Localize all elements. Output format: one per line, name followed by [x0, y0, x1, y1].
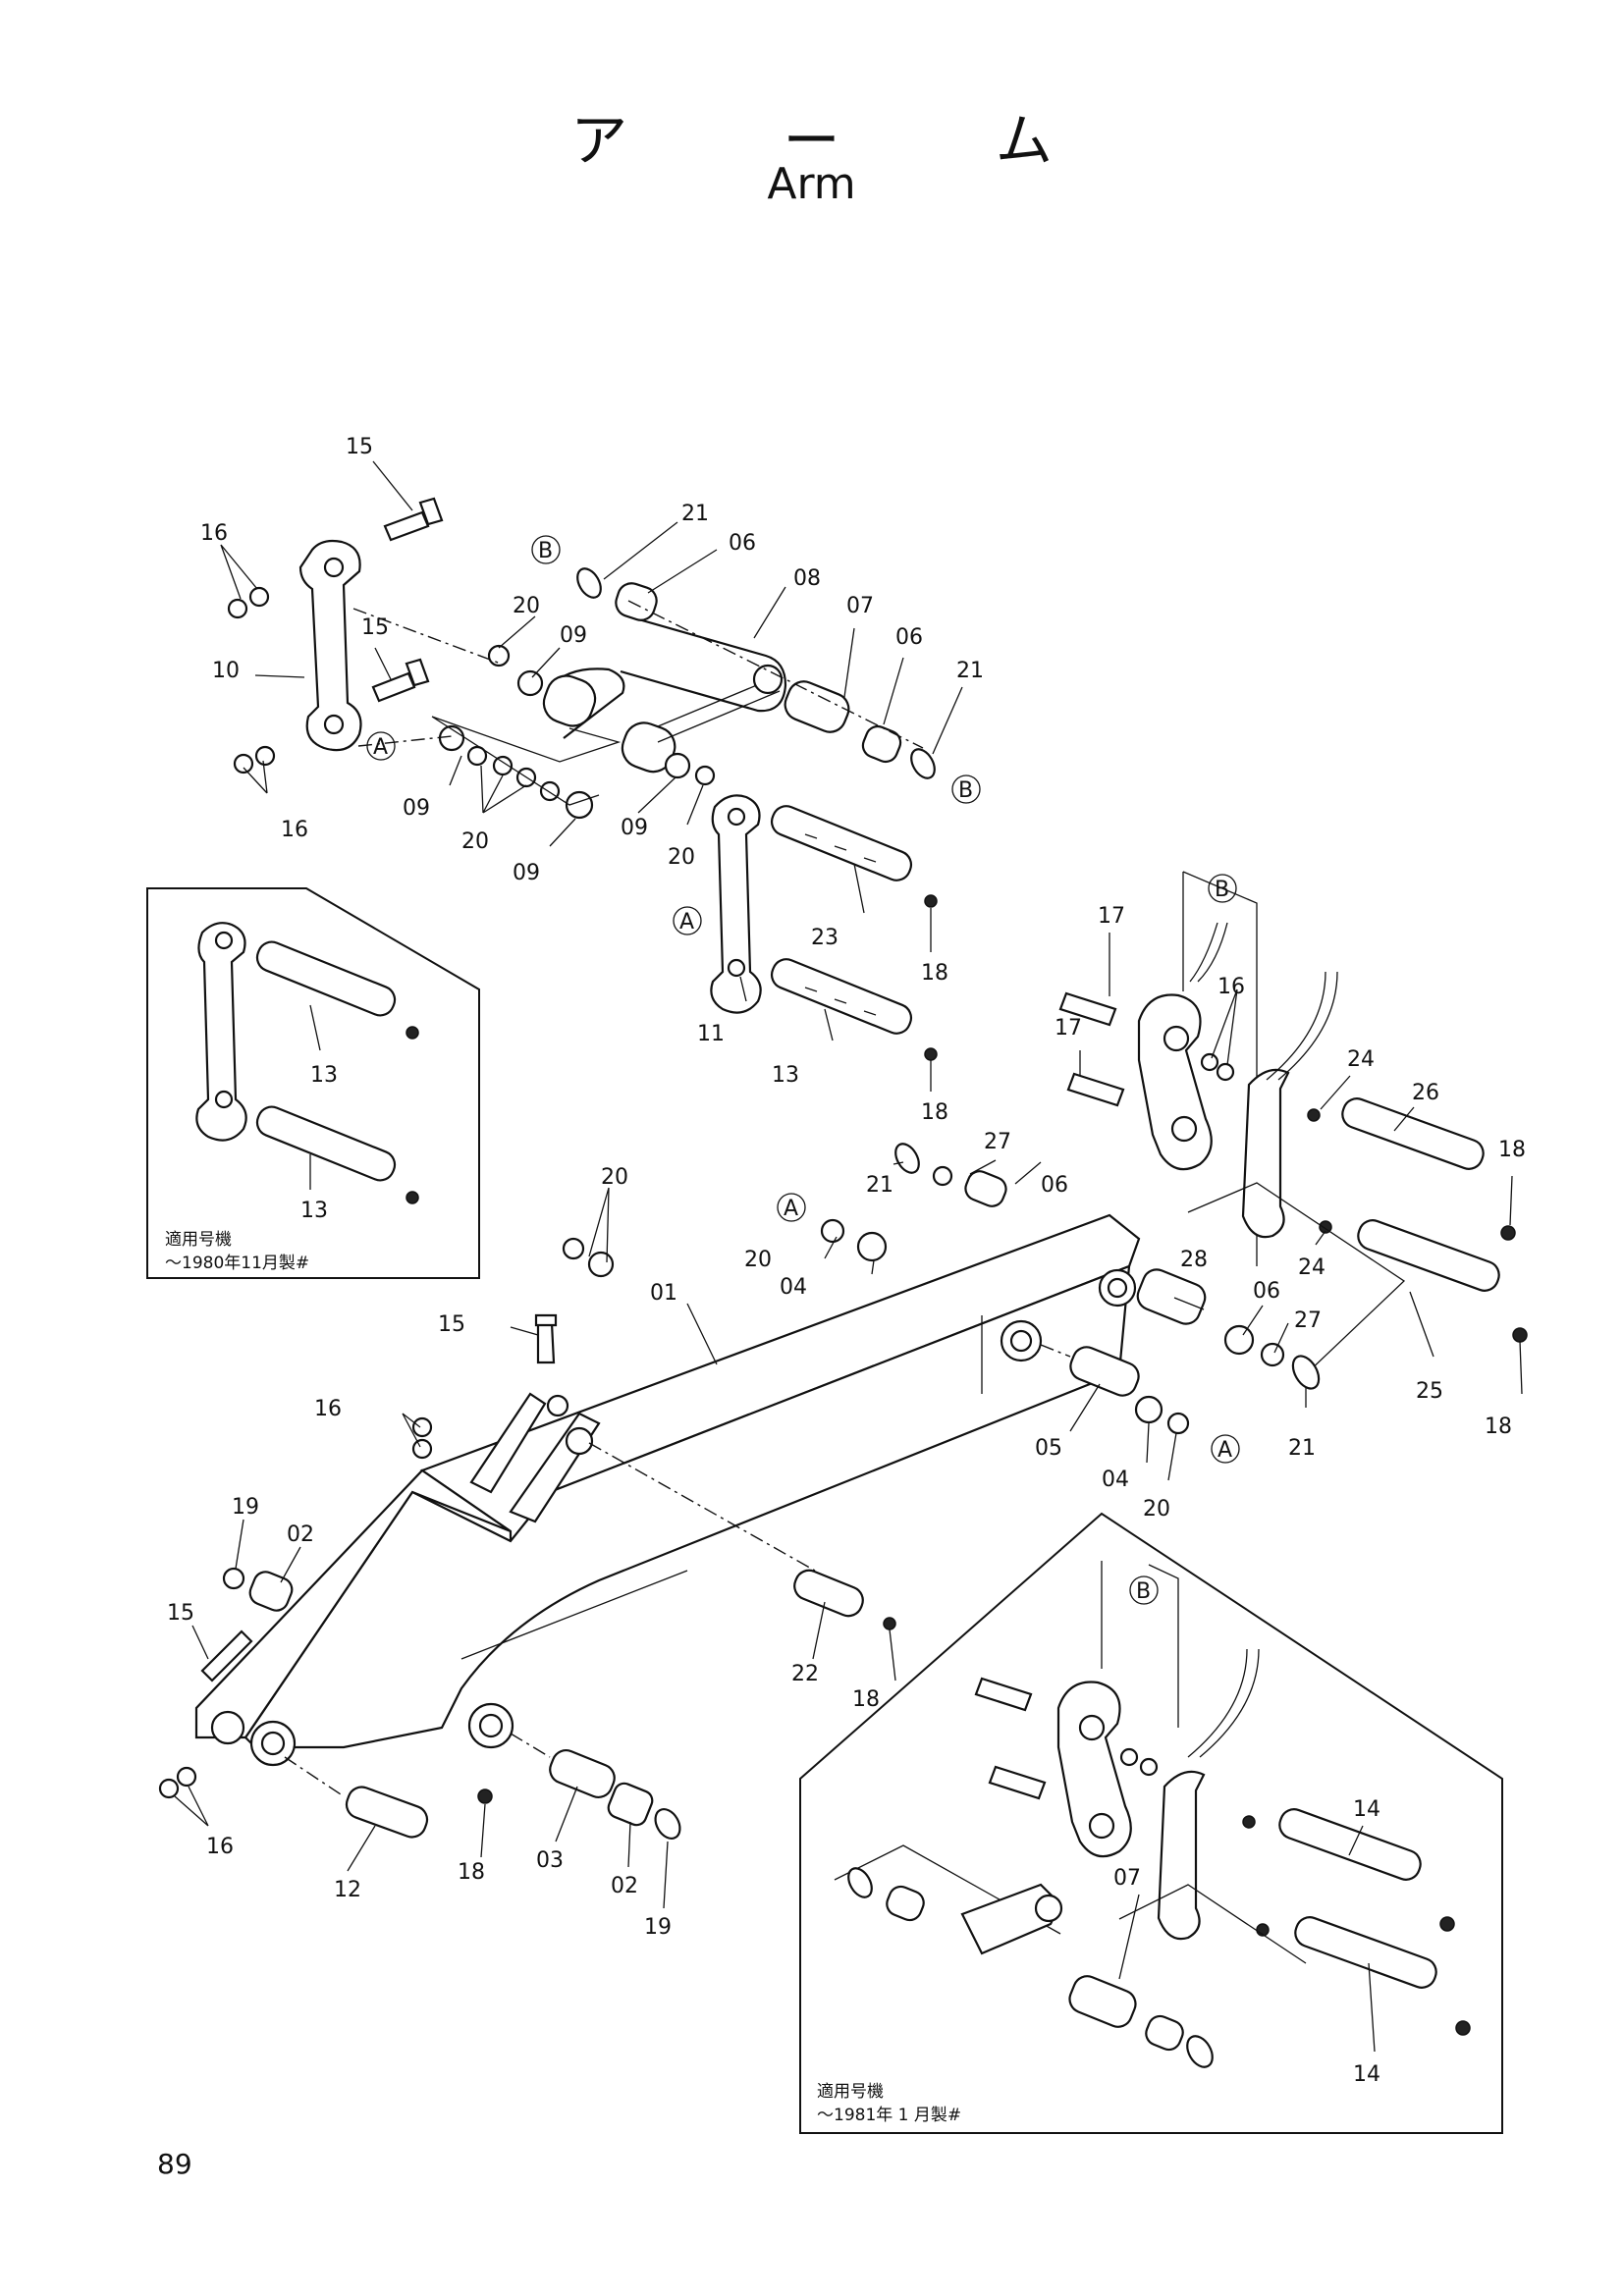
- part-label: 20: [601, 1165, 628, 1190]
- main-arm: [194, 1213, 1141, 1767]
- part-label: 18: [921, 961, 948, 986]
- marker-b: B: [1215, 878, 1229, 902]
- part-label: 20: [668, 845, 695, 870]
- part-label: 15: [167, 1601, 194, 1626]
- part-label: 14: [1353, 2062, 1380, 2087]
- part-label: 15: [346, 435, 373, 459]
- marker-b: B: [538, 539, 553, 563]
- marker-b: B: [1136, 1579, 1151, 1604]
- marker-b: B: [958, 778, 973, 803]
- part-label: 13: [772, 1063, 799, 1088]
- part-label: 27: [984, 1130, 1011, 1154]
- part-label: 03: [536, 1848, 564, 1873]
- part-label: 19: [232, 1495, 259, 1520]
- part-label: 20: [1143, 1497, 1170, 1522]
- part-label: 18: [1485, 1415, 1512, 1439]
- part-label: 25: [1416, 1379, 1443, 1404]
- part-label: 18: [852, 1687, 880, 1712]
- part-label: 14: [1353, 1797, 1380, 1822]
- part-label: 21: [1288, 1436, 1316, 1461]
- part-label: 19: [644, 1915, 672, 1940]
- part-label: 13: [300, 1199, 328, 1223]
- page-title-english: Arm: [767, 159, 856, 209]
- part-label: 07: [1113, 1866, 1141, 1891]
- part-label: 09: [403, 796, 430, 821]
- inset-right-frame: 適用号機 〜1981年 1 月製#: [799, 1512, 1503, 2134]
- marker-a: A: [1217, 1438, 1232, 1463]
- page-title-japanese: ア ー ム: [570, 107, 1121, 174]
- part-label: 16: [1217, 975, 1245, 999]
- page-number: 89: [157, 2148, 192, 2180]
- part-label: 18: [921, 1100, 948, 1125]
- part-label: 09: [560, 623, 587, 648]
- leader-lines: [174, 460, 1523, 2053]
- part-label: 06: [729, 531, 756, 556]
- part-label: 06: [1253, 1279, 1280, 1304]
- part-label: 17: [1098, 904, 1125, 929]
- part-label: 15: [361, 615, 389, 640]
- part-label: 24: [1347, 1047, 1375, 1072]
- marker-a: A: [784, 1197, 798, 1221]
- part-label: 27: [1294, 1308, 1322, 1333]
- part-label: 16: [200, 521, 228, 546]
- link-assembly: [227, 497, 938, 1061]
- inset-left-note-line1: 適用号機: [165, 1230, 232, 1250]
- part-label: 07: [846, 594, 874, 618]
- part-label: 06: [895, 625, 923, 650]
- inset-right-note-line2: 〜1981年 1 月製#: [817, 2106, 961, 2125]
- part-label: 24: [1298, 1255, 1325, 1280]
- marker-a: A: [373, 735, 388, 760]
- part-label: 10: [212, 659, 240, 683]
- part-label: 18: [1498, 1138, 1526, 1162]
- part-label: 01: [650, 1281, 677, 1306]
- part-label: 26: [1412, 1081, 1439, 1105]
- inset-right-note-line1: 適用号機: [817, 2082, 884, 2102]
- part-label: 21: [866, 1173, 893, 1198]
- part-label: 02: [287, 1522, 314, 1547]
- part-label: 04: [780, 1275, 807, 1300]
- part-label: 16: [281, 818, 308, 842]
- part-label: 02: [611, 1874, 638, 1898]
- part-label: 16: [206, 1835, 234, 1859]
- part-label: 28: [1180, 1248, 1208, 1272]
- part-label: 06: [1041, 1173, 1068, 1198]
- arm-side-parts: [158, 1143, 1321, 1841]
- part-label: 23: [811, 926, 839, 950]
- part-label: 20: [744, 1248, 772, 1272]
- bucket-link-area: [1058, 871, 1528, 1375]
- part-label: 21: [956, 659, 984, 683]
- part-label: 09: [621, 816, 648, 840]
- part-label: 18: [458, 1860, 485, 1885]
- part-label: 13: [310, 1063, 338, 1088]
- part-label: 21: [681, 502, 709, 526]
- part-label: 22: [791, 1662, 819, 1686]
- part-label: 11: [697, 1022, 725, 1046]
- inset-left-note-line2: 〜1980年11月製#: [165, 1254, 309, 1273]
- part-label: 16: [314, 1397, 342, 1421]
- part-label: 04: [1102, 1468, 1129, 1492]
- part-label: 15: [438, 1312, 465, 1337]
- part-label: 17: [1055, 1016, 1082, 1041]
- part-label: 05: [1035, 1436, 1062, 1461]
- part-labels: 15 16 10 15 16 21 06 08 20 09 07 06 21 0…: [167, 435, 1526, 2087]
- inset-left-frame: 適用号機 〜1980年11月製#: [146, 887, 480, 1279]
- marker-a: A: [679, 910, 694, 934]
- part-label: 09: [513, 861, 540, 885]
- reference-markers: B A B A B A A B: [366, 535, 1240, 1605]
- part-label: 12: [334, 1878, 361, 1902]
- part-label: 20: [461, 829, 489, 854]
- part-label: 08: [793, 566, 821, 591]
- part-label: 20: [513, 594, 540, 618]
